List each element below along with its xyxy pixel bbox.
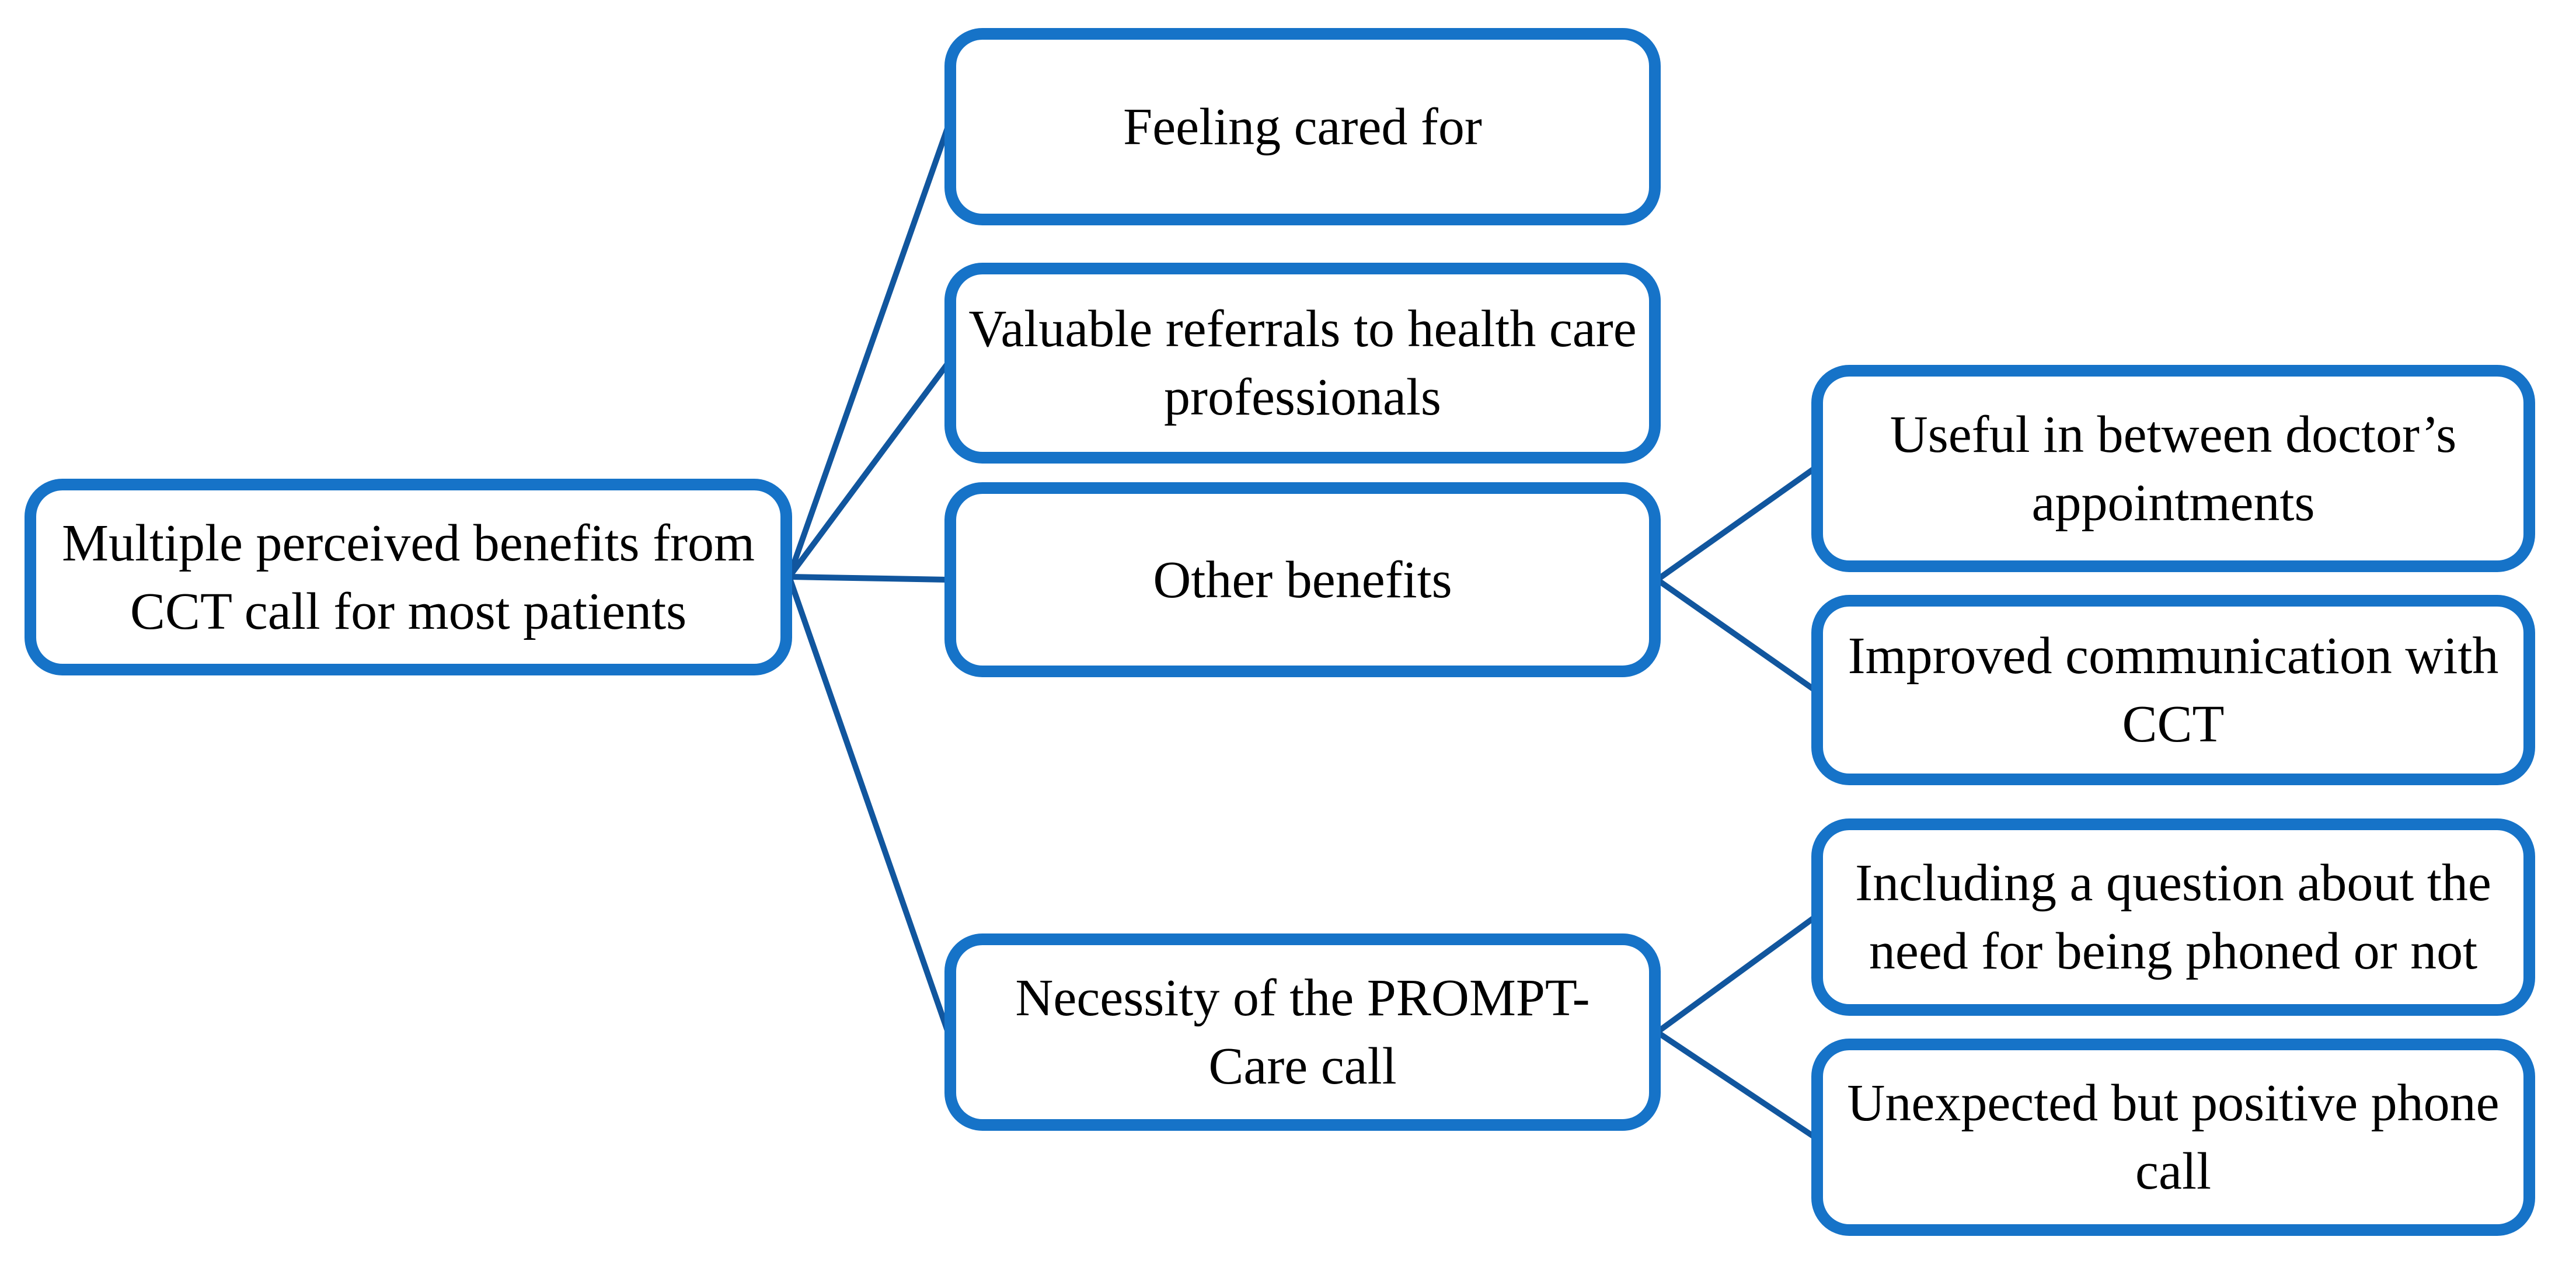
node-necessity-prompt-care-call: Necessity of the PROMPT-Care call [944,933,1661,1131]
node-label: Useful in between doctor’s appointments [1890,405,2457,532]
node-useful-between-appointments: Useful in between doctor’s appointments [1811,365,2535,572]
node-label: Valuable referrals to health care profes… [968,300,1637,426]
node-label: Including a question about the need for … [1855,854,2491,980]
connector-root-to-necessity [786,576,951,1033]
node-label: Necessity of the PROMPT-Care call [1015,969,1590,1095]
node-feeling-cared-for: Feeling cared for [944,28,1661,225]
connector-other-to-improved [1655,577,1817,693]
connector-root-to-referrals [786,361,951,579]
node-other-benefits: Other benefits [944,482,1661,677]
connector-other-to-useful [1655,465,1817,583]
node-label: Improved communication with CCT [1848,627,2499,753]
node-improved-communication-cct: Improved communication with CCT [1811,595,2535,785]
connector-root-to-feeling [786,126,951,578]
node-label: Multiple perceived benefits from CCT cal… [61,514,755,640]
connector-root-to-other [789,574,949,583]
node-valuable-referrals: Valuable referrals to health care profes… [944,263,1661,464]
node-root-multiple-perceived-benefits: Multiple perceived benefits from CCT cal… [25,479,792,675]
node-label: Other benefits [1153,551,1452,609]
connector-necessity-to-question [1655,914,1817,1035]
connector-necessity-to-unexpected [1655,1029,1817,1140]
node-question-about-being-phoned: Including a question about the need for … [1811,818,2535,1016]
node-label: Feeling cared for [1123,97,1482,156]
node-unexpected-positive-call: Unexpected but positive phone call [1811,1039,2535,1236]
node-label: Unexpected but positive phone call [1847,1074,2500,1200]
